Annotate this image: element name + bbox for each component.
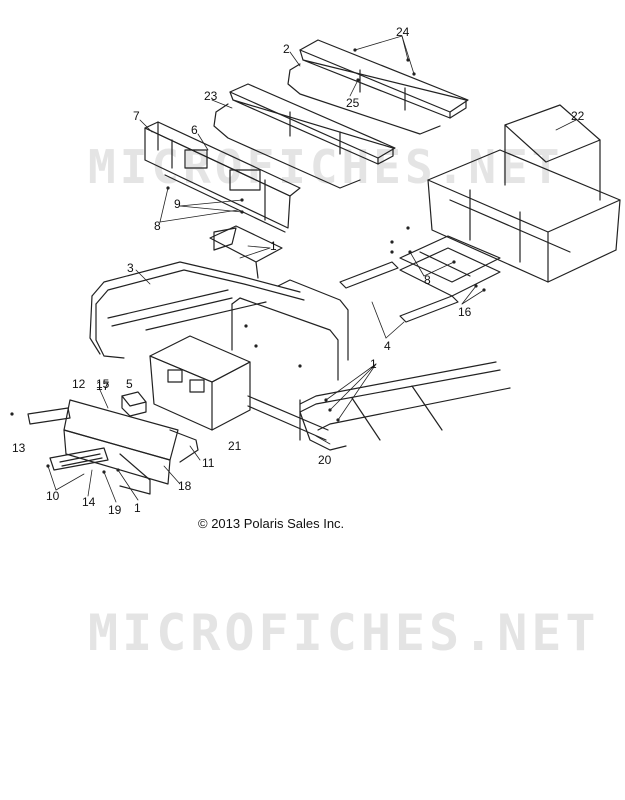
- callout-label: 8: [154, 219, 161, 233]
- callout-label: 17: [96, 379, 110, 393]
- callout-label: 11: [202, 456, 215, 470]
- part-side-rails: [339, 261, 459, 323]
- callout-label: 23: [204, 89, 218, 103]
- callout-label: 2: [283, 42, 290, 56]
- callout-label: 4: [384, 339, 391, 353]
- callout-label: 22: [571, 109, 585, 123]
- callout-label: 21: [228, 439, 242, 453]
- part-skid-bracket: [209, 225, 283, 279]
- callout-label: 5: [126, 377, 133, 391]
- part-firewall-frame: [144, 121, 301, 233]
- callout-label: 25: [346, 96, 360, 110]
- part-control-box: [121, 391, 147, 417]
- callout-label: 19: [108, 503, 122, 517]
- callout-label: 1: [270, 239, 277, 253]
- part-cargo-rail-upper: [287, 39, 469, 135]
- part-cargo-frame-lower: [213, 83, 396, 189]
- leader-lines: [47, 35, 577, 503]
- callout-label: 6: [191, 123, 198, 137]
- part-front-cage-tube: [89, 261, 305, 359]
- callout-label: 3: [127, 261, 134, 275]
- copyright-text: © 2013 Polaris Sales Inc.: [198, 516, 345, 531]
- callout-label: 7: [133, 109, 140, 123]
- callout-label: 18: [178, 479, 192, 493]
- part-front-bumper: [27, 399, 199, 495]
- callout-label: 8: [424, 273, 431, 287]
- callout-label: 12: [72, 377, 86, 391]
- part-rear-lower-frame: [399, 235, 501, 297]
- callout-label: 20: [318, 453, 332, 467]
- callout-label: 10: [46, 489, 60, 503]
- fastener-dots: [10, 48, 486, 474]
- callout-label: 13: [12, 441, 26, 455]
- callout-label: 14: [82, 495, 96, 509]
- part-rear-bumper-tube: [299, 361, 511, 451]
- callout-label: 16: [458, 305, 472, 319]
- part-main-frame: [149, 279, 349, 441]
- callout-label: 15: [96, 377, 110, 391]
- part-rear-frame: [427, 104, 621, 283]
- callout-label: 1: [134, 501, 141, 515]
- callout-label: 24: [396, 25, 410, 39]
- callout-label: 9: [174, 197, 181, 211]
- callout-label: 1: [370, 357, 377, 371]
